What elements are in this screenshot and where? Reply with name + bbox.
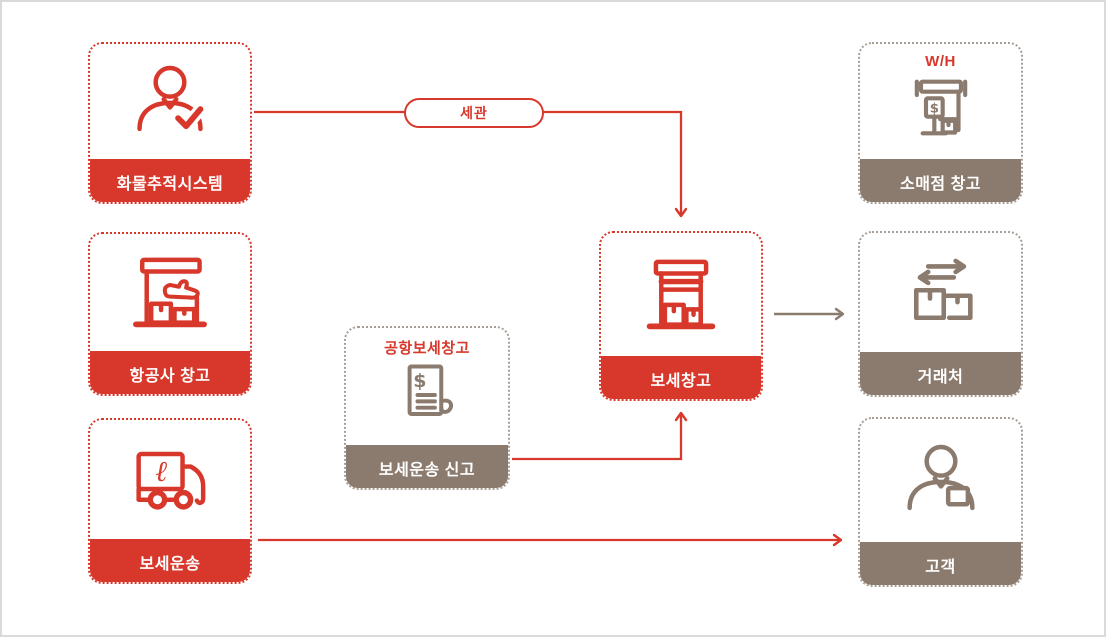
node-label: 보세창고: [601, 356, 761, 399]
node-cargo-tracking: 화물추적시스템: [88, 42, 252, 204]
person-badge-icon: [906, 444, 975, 510]
boxes-exchange-icon: [913, 258, 973, 320]
node-bonded-declaration: 공항보세창고 $ 보세운송 신고: [344, 326, 510, 490]
node-label: 거래처: [860, 352, 1021, 395]
node-icon-area: [860, 233, 1021, 352]
node-airline-warehouse: 항공사 창고: [88, 232, 252, 396]
store-dollar-icon: $: [914, 79, 967, 135]
node-customer: 고객: [858, 417, 1023, 587]
svg-text:ℓ: ℓ: [155, 453, 167, 487]
node-icon-area: [601, 233, 761, 356]
node-label: 고객: [860, 542, 1021, 585]
node-icon-area: W/H $: [860, 44, 1021, 159]
connector-customs-to-bonded-warehouse: [254, 110, 688, 218]
node-label: 항공사 창고: [90, 351, 250, 394]
svg-text:$: $: [413, 370, 426, 392]
node-label: 화물추적시스템: [90, 159, 250, 202]
node-bonded-warehouse: 보세창고: [599, 231, 763, 401]
connector-declaration-to-bonded-warehouse: [512, 411, 688, 461]
node-client: 거래처: [858, 231, 1023, 397]
person-check-icon: [137, 65, 207, 132]
customs-pill: 세관: [404, 98, 544, 128]
receipt-dollar-icon: $: [407, 364, 454, 416]
store-icon: [646, 259, 716, 329]
truck-icon: ℓ: [136, 451, 206, 510]
svg-text:$: $: [929, 101, 938, 116]
node-top-label: W/H: [925, 53, 956, 70]
node-bonded-transport: ℓ 보세운송: [88, 418, 252, 584]
node-icon-area: [90, 234, 250, 351]
node-top-label: 공항보세창고: [384, 340, 470, 357]
node-label: 소매점 창고: [860, 159, 1021, 202]
node-label: 보세운송: [90, 539, 250, 582]
warehouse-plane-icon: [133, 257, 207, 327]
node-retail-warehouse: W/H $ 소매점 창고: [858, 42, 1023, 204]
node-icon-area: [860, 419, 1021, 542]
node-icon-area: ℓ: [90, 420, 250, 539]
node-icon-area: 공항보세창고 $: [346, 328, 508, 445]
node-label: 보세운송 신고: [346, 445, 508, 488]
node-icon-area: [90, 44, 250, 159]
